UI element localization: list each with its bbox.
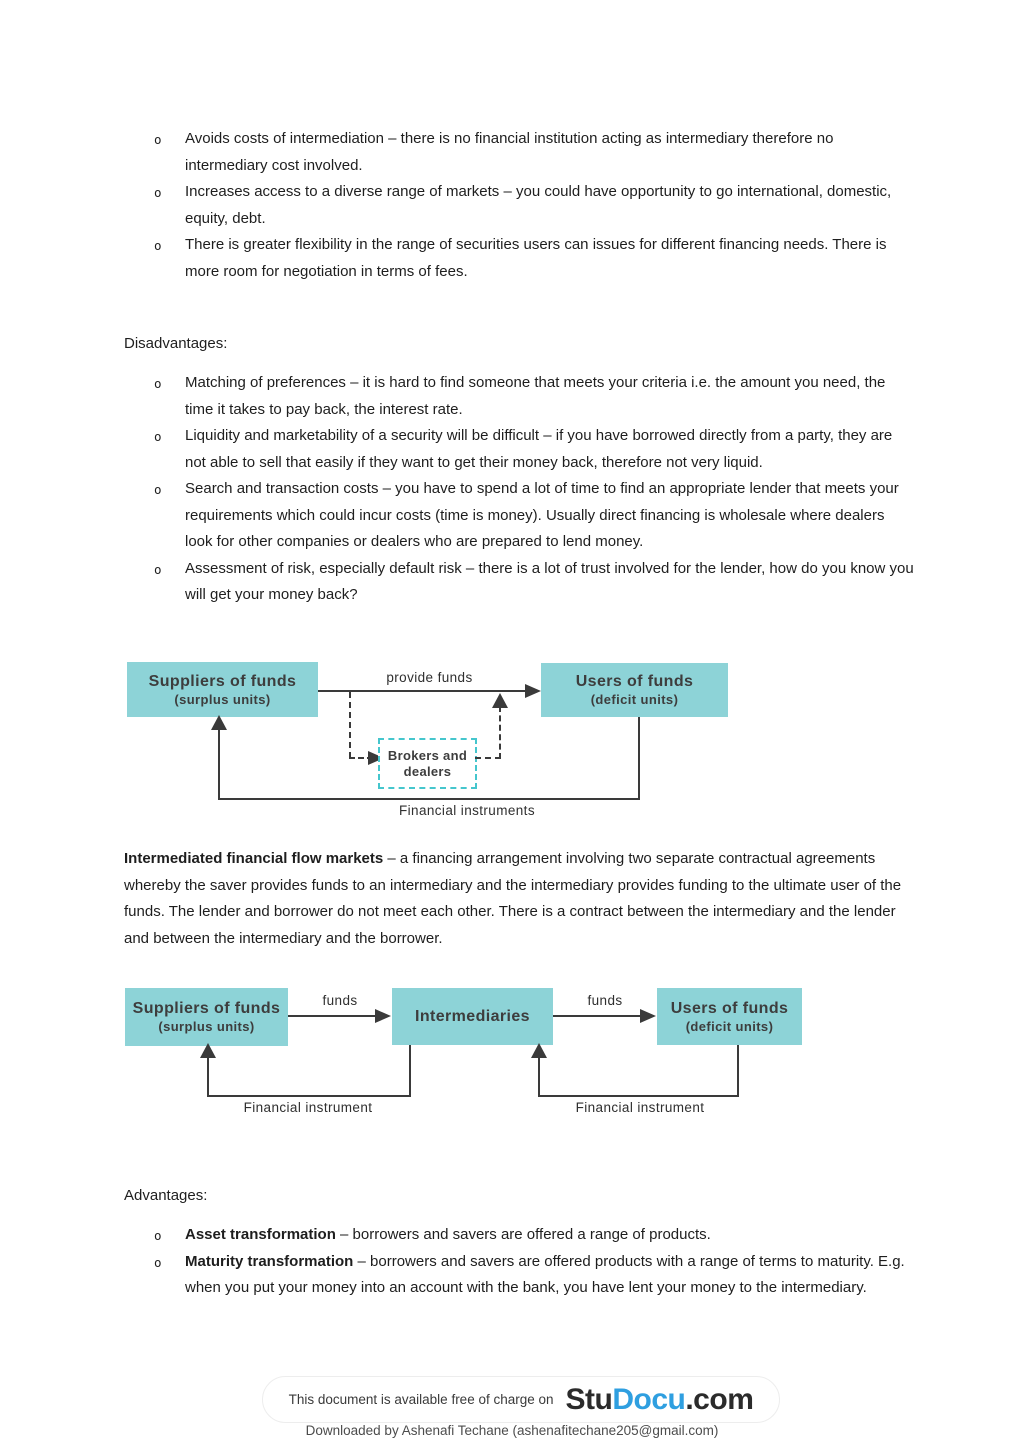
bullet-marker: o	[154, 1228, 162, 1243]
bullet-marker: o	[154, 429, 162, 444]
arrowhead-right	[525, 684, 541, 698]
box-title: Users of funds	[575, 673, 694, 690]
box-title: Brokers and	[387, 747, 468, 763]
arrowhead-up	[531, 1043, 547, 1058]
return-line-left	[218, 728, 220, 798]
box-subtitle: (surplus units)	[174, 691, 271, 707]
list-item: o Maturity transformation – borrowers an…	[0, 1249, 915, 1302]
dashed-down-line	[349, 692, 351, 758]
studocu-footer-card: This document is available free of charg…	[262, 1376, 780, 1423]
downloaded-by-text: Downloaded by Ashenafi Techane (ashenafi…	[305, 1423, 719, 1438]
box-title: Users of funds	[670, 999, 789, 1017]
list-item-text: – borrowers and savers are offered produ…	[185, 1252, 905, 1297]
list-item-text: Matching of preferences – it is hard to …	[185, 374, 886, 418]
list-item-text: Search and transaction costs – you have …	[185, 480, 899, 550]
box-title: dealers	[403, 763, 452, 779]
arrowhead-right	[640, 1009, 656, 1023]
box-subtitle: (deficit units)	[590, 692, 679, 707]
intermediaries-box: Intermediaries	[392, 988, 553, 1045]
intermediated-flow-diagram: Suppliers of funds (surplus units) Inter…	[120, 985, 810, 1123]
return-line-right	[638, 717, 640, 799]
list-item: o Matching of preferences – it is hard t…	[0, 370, 915, 423]
arrowhead-up	[200, 1043, 216, 1058]
direct-flow-diagram: Suppliers of funds (surplus units) Users…	[120, 660, 760, 828]
logo-com: .com	[685, 1382, 754, 1416]
return-line-bottom	[207, 1095, 411, 1097]
dashed-right-line	[475, 757, 501, 759]
return-line-left	[207, 1055, 209, 1097]
users-of-funds-box: Users of funds (deficit units)	[541, 663, 728, 717]
disadvantages-list: o Matching of preferences – it is hard t…	[0, 370, 1024, 609]
arrowhead-up	[211, 715, 227, 730]
list-item: o Avoids costs of intermediation – there…	[0, 126, 915, 179]
free-of-charge-text: This document is available free of charg…	[288, 1392, 554, 1407]
funds-arrow-line	[288, 1015, 377, 1017]
advantages-list: o Asset transformation – borrowers and s…	[0, 1222, 1024, 1302]
box-subtitle: (deficit units)	[685, 1018, 774, 1034]
arrowhead-right	[375, 1009, 391, 1023]
advantages-heading: Advantages:	[124, 1187, 208, 1204]
list-item-bold-lead: Maturity transformation	[185, 1252, 354, 1270]
financial-instruments-label: Financial instruments	[399, 803, 535, 818]
logo-docu: Docu	[612, 1382, 686, 1416]
provide-funds-label: provide funds	[386, 670, 473, 685]
list-item-text: There is greater flexibility in the rang…	[185, 236, 887, 280]
disadvantages-heading: Disadvantages:	[124, 335, 228, 352]
financial-instrument-label: Financial instrument	[575, 1100, 705, 1115]
bullet-marker: o	[154, 376, 162, 391]
list-item-text: – borrowers and savers are offered a ran…	[335, 1226, 711, 1243]
studocu-logo[interactable]: StuDocu.com	[565, 1382, 754, 1416]
list-item: o Liquidity and marketability of a secur…	[0, 423, 915, 476]
provide-funds-arrow-line	[318, 690, 526, 692]
box-title: Suppliers of funds	[148, 672, 297, 690]
list-item: o Assessment of risk, especially default…	[0, 556, 915, 609]
list-item-bold-lead: Asset transformation	[185, 1226, 336, 1243]
return-line-bottom	[218, 798, 640, 800]
bullet-marker: o	[154, 132, 162, 147]
list-item: o There is greater flexibility in the ra…	[0, 232, 915, 285]
box-title: Intermediaries	[415, 1007, 530, 1025]
financial-instrument-label: Financial instrument	[243, 1100, 373, 1115]
box-title: Suppliers of funds	[132, 1000, 281, 1017]
arrowhead-up	[492, 693, 508, 708]
users-of-funds-box: Users of funds (deficit units)	[657, 988, 802, 1045]
return-line-left	[538, 1055, 540, 1097]
dashed-up-line	[499, 706, 501, 759]
suppliers-of-funds-box: Suppliers of funds (surplus units)	[127, 662, 318, 717]
funds-label: funds	[322, 993, 358, 1008]
direct-advantages-list: o Avoids costs of intermediation – there…	[0, 126, 1024, 285]
return-line-bottom	[538, 1095, 739, 1097]
return-line-right	[737, 1045, 739, 1097]
list-item: o Increases access to a diverse range of…	[0, 179, 915, 232]
list-item: o Asset transformation – borrowers and s…	[0, 1222, 915, 1249]
bullet-marker: o	[154, 1254, 162, 1270]
suppliers-of-funds-box: Suppliers of funds (surplus units)	[125, 988, 288, 1046]
list-item-text: Increases access to a diverse range of m…	[185, 183, 892, 227]
bullet-marker: o	[154, 482, 162, 497]
box-subtitle: (surplus units)	[158, 1019, 255, 1034]
bullet-marker: o	[154, 238, 162, 253]
paragraph-text: – a financing arrangement involving two …	[124, 850, 902, 947]
funds-label: funds	[587, 993, 623, 1008]
list-item-text: Avoids costs of intermediation – there i…	[185, 130, 834, 174]
intermediated-paragraph: Intermediated financial flow markets – a…	[124, 846, 906, 952]
paragraph-bold-lead: Intermediated financial flow markets	[124, 850, 384, 867]
logo-stu: Stu	[565, 1382, 613, 1416]
return-line-right	[409, 1045, 411, 1097]
bullet-marker: o	[154, 185, 162, 200]
funds-arrow-line	[553, 1015, 642, 1017]
dashed-right-line	[349, 757, 373, 759]
list-item-text: Assessment of risk, especially default r…	[185, 559, 914, 604]
brokers-and-dealers-box: Brokers and dealers	[378, 738, 477, 789]
list-item-text: Liquidity and marketability of a securit…	[185, 427, 893, 471]
list-item: o Search and transaction costs – you hav…	[0, 476, 915, 556]
bullet-marker: o	[154, 561, 162, 577]
